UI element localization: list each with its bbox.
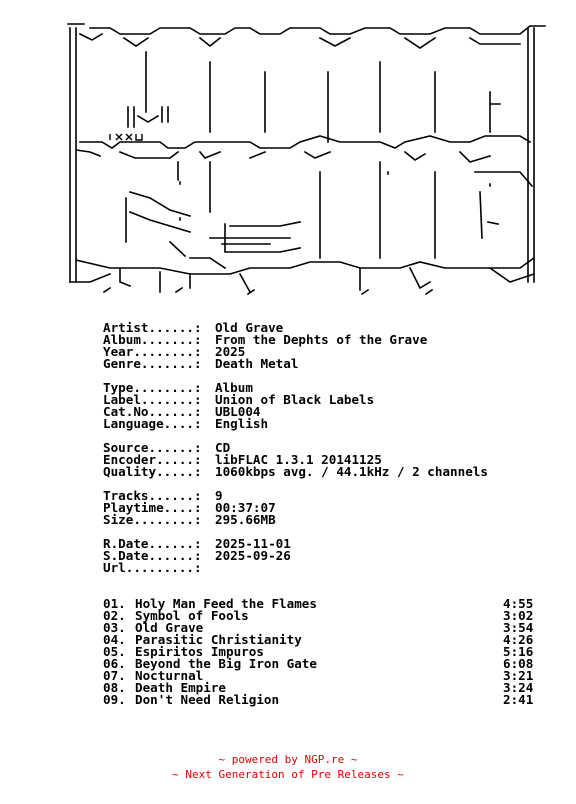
track-duration: 3:21 [503,668,534,683]
info-value: Old Grave [215,320,284,335]
info-value: 9 [215,488,223,503]
info-value: 2025 [215,344,246,359]
info-row: Size........: 295.66MB [103,512,488,527]
info-key: Url.........: [103,560,202,575]
track-row: 07. Nocturnal 3:21 [103,668,551,683]
footer-powered-by: ~ powered by NGP.re ~ [218,753,358,766]
track-title: Symbol of Fools [135,608,249,623]
info-key: Cat.No......: [103,404,202,419]
track-row: 01. Holy Man Feed the Flames 4:55 [103,596,551,611]
ascii-art-logo [50,12,550,302]
track-duration: 3:54 [503,620,534,635]
info-value: From the Dephts of the Grave [215,332,428,347]
info-key: Artist......: [103,320,202,335]
info-row: Url.........: [103,560,488,575]
info-value: Death Metal [215,356,299,371]
info-key: Label.......: [103,392,202,407]
track-number: 06. [103,656,126,671]
info-key: Genre.......: [103,356,202,371]
info-row: S.Date......: 2025-09-26 [103,548,488,563]
info-row: Source......: CD [103,440,488,455]
track-duration: 6:08 [503,656,534,671]
track-title: Parasitic Christianity [135,632,302,647]
track-duration: 3:24 [503,680,534,695]
track-duration: 2:41 [503,692,534,707]
track-row: 02. Symbol of Fools 3:02 [103,608,551,623]
track-row: 09. Don't Need Religion 2:41 [103,692,551,707]
track-duration: 4:55 [503,596,534,611]
info-key: Source......: [103,440,202,455]
track-duration: 3:02 [503,608,534,623]
info-row: Encoder.....: libFLAC 1.3.1 20141125 [103,452,488,467]
info-row: Genre.......: Death Metal [103,356,488,371]
info-value: libFLAC 1.3.1 20141125 [215,452,382,467]
track-number: 08. [103,680,126,695]
info-value: English [215,416,269,431]
info-value: Union of Black Labels [215,392,375,407]
info-key: Tracks......: [103,488,202,503]
track-number: 01. [103,596,126,611]
info-value: 1060kbps avg. / 44.1kHz / 2 channels [215,464,488,479]
track-title: Death Empire [135,680,226,695]
info-row: Artist......: Old Grave [103,320,488,335]
track-number: 05. [103,644,126,659]
info-value: Album [215,380,253,395]
info-key: Album.......: [103,332,202,347]
info-value: CD [215,440,231,455]
info-row: Cat.No......: UBL004 [103,404,488,419]
track-number: 02. [103,608,126,623]
gothic-logo-icon [67,23,546,296]
info-key: R.Date......: [103,536,202,551]
track-number: 07. [103,668,126,683]
info-key: Playtime....: [103,500,202,515]
track-row: 05. Espiritos Impuros 5:16 [103,644,551,659]
track-row: 04. Parasitic Christianity 4:26 [103,632,551,647]
info-key: Language....: [103,416,202,431]
track-duration: 5:16 [503,644,534,659]
info-value: UBL004 [215,404,261,419]
info-row: Playtime....: 00:37:07 [103,500,488,515]
info-row: R.Date......: 2025-11-01 [103,536,488,551]
info-key: Type........: [103,380,202,395]
info-key: Quality.....: [103,464,202,479]
track-row: 06. Beyond the Big Iron Gate 6:08 [103,656,551,671]
track-number: 09. [103,692,126,707]
track-title: Don't Need Religion [135,692,280,707]
info-row: Type........: Album [103,380,488,395]
info-key: S.Date......: [103,548,202,563]
track-title: Holy Man Feed the Flames [135,596,317,611]
track-title: Nocturnal [135,668,204,683]
track-number: 04. [103,632,126,647]
track-title: Beyond the Big Iron Gate [135,656,317,671]
info-row: Album.......: From the Dephts of the Grav… [103,332,488,347]
info-row: Language....: English [103,416,488,431]
footer-tagline: ~ Next Generation of Pre Releases ~ [172,768,404,781]
info-value: 295.66MB [215,512,276,527]
info-row: Tracks......: 9 [103,488,488,503]
track-title: Old Grave [135,620,204,635]
track-number: 03. [103,620,126,635]
info-key: Encoder.....: [103,452,202,467]
track-row: 08. Death Empire 3:24 [103,680,551,695]
info-row: Label.......: Union of Black Labels [103,392,488,407]
info-key: Year........: [103,344,202,359]
info-value: 00:37:07 [215,500,276,515]
info-value: 2025-09-26 [215,548,291,563]
track-duration: 4:26 [503,632,534,647]
track-title: Espiritos Impuros [135,644,264,659]
info-key: Size........: [103,512,202,527]
track-row: 03. Old Grave 3:54 [103,620,551,635]
info-row: Quality.....: 1060kbps avg. / 44.1kHz / 2… [103,464,488,479]
tracklist: 01. Holy Man Feed the Flames 4:55 02. Symbol… [103,596,551,707]
info-value: 2025-11-01 [215,536,291,551]
info-row: Year........: 2025 [103,344,488,359]
